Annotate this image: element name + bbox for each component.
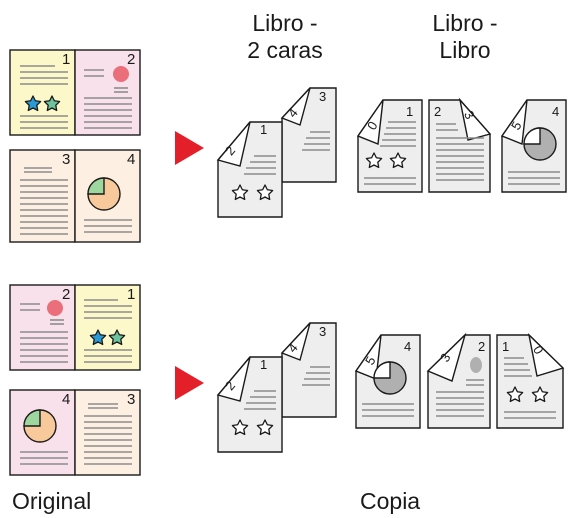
- original-bottom-spread-a: 2 1: [9, 284, 141, 371]
- header-book-to-book-line2: Libro: [439, 37, 491, 63]
- copy-label: Copia: [360, 488, 421, 514]
- page-number-3: 3: [127, 391, 135, 408]
- svg-text:1: 1: [260, 122, 267, 137]
- svg-text:4: 4: [552, 104, 559, 119]
- copy-book-sheet-4: 4 5: [354, 334, 421, 429]
- original-label: Original: [12, 488, 92, 514]
- svg-text:1: 1: [502, 339, 509, 354]
- header-book-to-duplex-line1: Libro -: [252, 10, 318, 36]
- copy-book-sheet-6: 1 0: [496, 332, 565, 429]
- page-number-3: 3: [62, 151, 70, 168]
- header-book-to-duplex-line2: 2 caras: [247, 37, 323, 63]
- copy-duplex-stack-top: 3 4 1 2: [216, 87, 337, 218]
- svg-text:2: 2: [434, 104, 441, 119]
- page-number-2: 2: [62, 286, 70, 303]
- original-top-spread-b: 3 4: [9, 149, 141, 243]
- svg-text:1: 1: [406, 104, 413, 119]
- page-number-4: 4: [62, 391, 70, 408]
- page-number-2: 2: [127, 51, 135, 68]
- copy-book-sheet-3: 4 5: [500, 99, 567, 193]
- arrow-right-icon: [175, 131, 204, 165]
- original-top-spread-a: 1 2: [9, 49, 141, 136]
- svg-text:4: 4: [404, 339, 411, 354]
- copy-book-sheet-1: 1 0: [356, 99, 423, 193]
- header-book-to-duplex: Libro - 2 caras: [235, 10, 335, 64]
- copy-book-sheet-2: 2 3: [428, 97, 492, 193]
- header-book-to-book-line1: Libro -: [432, 10, 498, 36]
- page-number-1: 1: [127, 286, 135, 303]
- copy-book-sheet-5: 2 3: [426, 332, 491, 429]
- page-number-1: 1: [62, 51, 70, 68]
- svg-text:1: 1: [260, 357, 267, 372]
- original-bottom-spread-b: 4 3: [9, 389, 141, 476]
- arrow-right-icon: [175, 366, 204, 400]
- header-book-to-book: Libro - Libro: [415, 10, 515, 64]
- svg-text:2: 2: [478, 339, 485, 354]
- svg-text:3: 3: [319, 324, 326, 339]
- svg-text:3: 3: [319, 89, 326, 104]
- copy-duplex-stack-bottom: 3 4 1 2: [216, 322, 337, 453]
- page-number-4: 4: [127, 151, 135, 168]
